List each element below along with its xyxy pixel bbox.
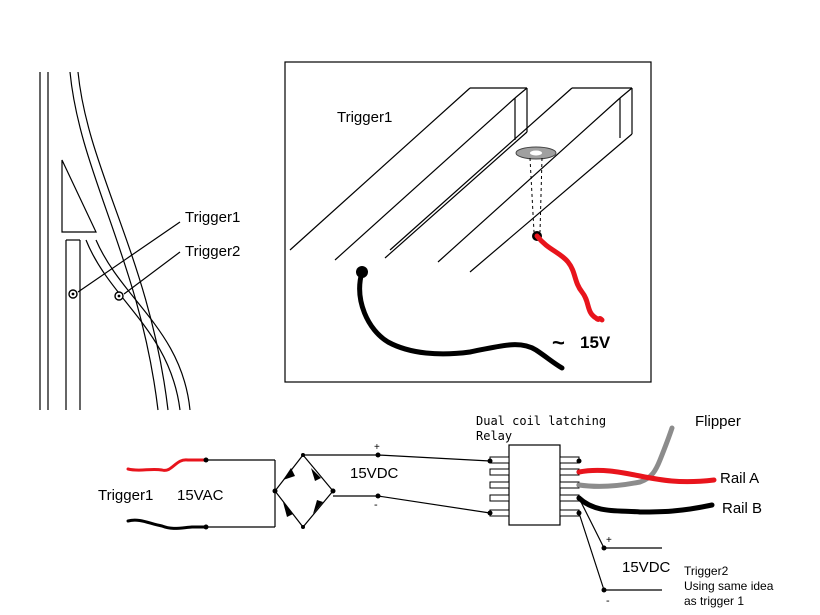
contact-washer-hole — [530, 150, 542, 156]
rail-a-label: Rail A — [720, 470, 759, 487]
detail-frame — [284, 61, 652, 383]
t2-plus-label: + — [606, 535, 612, 546]
wire-t2-plus-riser — [578, 497, 605, 549]
relay-node-l1 — [487, 458, 493, 464]
rail1-end — [514, 87, 528, 99]
rail2-line-a — [389, 87, 573, 251]
rail-b-black-wire — [576, 495, 715, 515]
relay-pin-r3 — [559, 481, 580, 489]
detail-black-wire — [357, 269, 565, 371]
rail2-line-c — [469, 133, 633, 273]
dc-minus-label: - — [374, 499, 378, 511]
circuit-trigger1-label: Trigger1 — [98, 487, 153, 504]
relay-pin-r1 — [559, 456, 580, 464]
washer-dash-1 — [529, 157, 535, 233]
trigger2-note-line2: Using same idea — [684, 579, 774, 593]
node-t2-plus — [601, 545, 607, 551]
node-dc-plus — [375, 452, 381, 458]
washer-dash-2 — [539, 157, 543, 233]
rail-detail-box: Trigger1 ~ 15V — [284, 61, 652, 383]
trigger2-vdc-label: 15VDC — [622, 559, 671, 576]
wire-t2-minus-riser — [578, 512, 605, 591]
ac-symbol-icon: ~ — [552, 330, 565, 355]
rail1-line-a — [289, 87, 471, 251]
diode-3-icon — [283, 502, 293, 517]
detail-trigger-label: Trigger1 — [337, 109, 392, 126]
trigger2-leader — [123, 251, 181, 295]
rail2-line-b — [437, 97, 621, 263]
detail-voltage-label: 15V — [580, 333, 611, 352]
t2-minus-label: - — [606, 595, 610, 607]
relay-pin-l2 — [489, 468, 510, 476]
bridge-rectifier — [272, 453, 336, 529]
frog-point — [61, 159, 97, 233]
relay-pin-r2 — [559, 468, 580, 476]
flipper-label: Flipper — [695, 413, 741, 430]
relay-pin-r4 — [559, 494, 580, 502]
trigger1-leader — [77, 221, 181, 293]
node-t2-minus — [601, 587, 607, 593]
relay-label-line2: Relay — [476, 429, 512, 443]
relay-circuit: Trigger1 15VAC + - 15VDC D — [98, 413, 774, 608]
node-dc-minus — [375, 493, 381, 499]
bridge-node-bottom — [301, 525, 305, 529]
rail2-end — [619, 87, 633, 99]
diode-2-icon — [311, 468, 321, 481]
curve-rail-2 — [77, 71, 169, 411]
curve-rail-4 — [95, 239, 191, 411]
wire-dc-top-b — [377, 454, 491, 462]
relay-pin-r5 — [559, 509, 580, 517]
rail1-line-b — [334, 97, 516, 261]
relay-pin-l1 — [489, 456, 510, 464]
bridge-node-right — [330, 488, 336, 494]
flipper-gray-wire — [576, 425, 675, 489]
turnout-track-view: Trigger1 Trigger2 — [39, 71, 240, 411]
rail1-line-c — [384, 131, 528, 259]
relay-pin-l3 — [489, 481, 510, 489]
rail-b-label: Rail B — [722, 500, 762, 517]
relay-label-line1: Dual coil latching — [476, 414, 606, 428]
trigger1-contact-center — [71, 292, 75, 296]
bridge-outline — [274, 454, 334, 528]
trigger2-note-line3: as trigger 1 — [684, 594, 744, 608]
detail-red-wire — [534, 233, 605, 323]
circuit-vdc-label: 15VDC — [350, 465, 399, 482]
relay-node-l5 — [487, 510, 493, 516]
circuit-vac-label: 15VAC — [177, 487, 224, 504]
rail-a-red-wire — [576, 467, 717, 485]
trigger1-red-input-wire — [126, 458, 208, 472]
relay-node-r1 — [576, 458, 582, 464]
trigger1-label: Trigger1 — [185, 209, 240, 226]
bridge-node-left — [272, 488, 278, 494]
trigger2-label: Trigger2 — [185, 243, 240, 260]
curve-rail-1 — [69, 71, 159, 411]
wire-dc-bottom-b — [377, 495, 491, 514]
diode-1-icon — [283, 468, 295, 480]
trigger1-black-input-wire — [126, 518, 208, 530]
diode-4-icon — [313, 500, 323, 514]
curve-rail-3 — [85, 239, 181, 411]
trigger2-contact-center — [117, 294, 121, 298]
relay-pin-l5 — [489, 509, 510, 517]
trigger2-note-line1: Trigger2 — [684, 564, 729, 578]
dc-plus-label: + — [374, 442, 380, 453]
relay-pin-l4 — [489, 494, 510, 502]
relay-body — [508, 444, 561, 526]
relay-chip: Dual coil latching Relay — [476, 414, 606, 526]
